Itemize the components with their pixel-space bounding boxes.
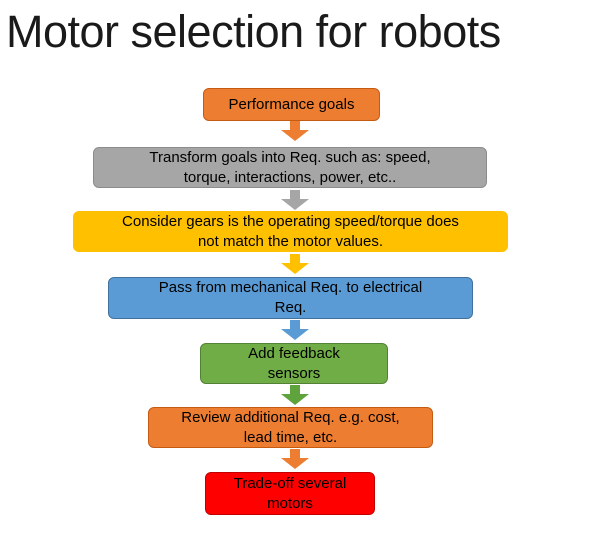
down-arrow-1	[281, 121, 309, 141]
flow-box-label: Trade-off several motors	[233, 474, 347, 512]
flow-box-label: Transform goals into Req. such as: speed…	[149, 148, 431, 186]
flow-box-label: Review additional Req. e.g. cost, lead t…	[181, 408, 400, 446]
down-arrow-shape	[281, 320, 309, 340]
down-arrow-shape	[281, 121, 309, 141]
down-arrow-5	[281, 385, 309, 405]
flow-box-feedback-sensors: Add feedback sensors	[200, 343, 388, 384]
page-title: Motor selection for robots	[6, 6, 501, 57]
flow-box-label: Consider gears is the operating speed/to…	[122, 212, 459, 250]
flow-box-mechanical-to-electrical: Pass from mechanical Req. to electrical …	[108, 277, 473, 319]
down-arrow-4	[281, 320, 309, 340]
down-arrow-6	[281, 449, 309, 469]
flow-box-label: Pass from mechanical Req. to electrical …	[158, 279, 423, 316]
flow-box-transform-goals: Transform goals into Req. such as: speed…	[93, 147, 487, 188]
flow-box-review-additional-req: Review additional Req. e.g. cost, lead t…	[148, 407, 433, 448]
flow-box-tradeoff-motors: Trade-off several motors	[205, 472, 375, 515]
down-arrow-3	[281, 254, 309, 274]
flow-box-label: Add feedback sensors	[248, 344, 340, 382]
down-arrow-shape	[281, 385, 309, 405]
flow-box-performance-goals: Performance goals	[203, 88, 380, 121]
down-arrow-shape	[281, 190, 309, 210]
down-arrow-2	[281, 190, 309, 210]
flow-box-consider-gears: Consider gears is the operating speed/to…	[73, 211, 508, 252]
down-arrow-shape	[281, 254, 309, 274]
down-arrow-shape	[281, 449, 309, 469]
flow-box-label: Performance goals	[228, 95, 355, 113]
